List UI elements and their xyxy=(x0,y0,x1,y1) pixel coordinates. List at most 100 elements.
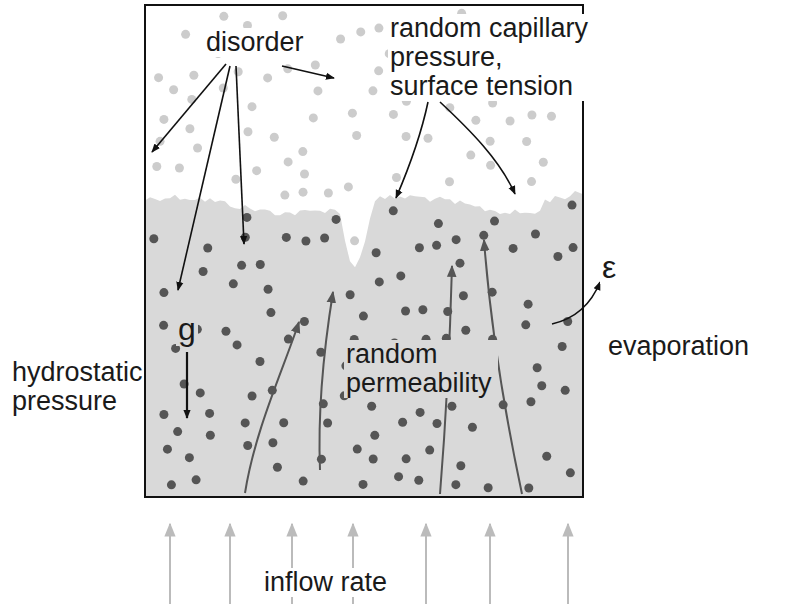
inflow-label: inflow rate xyxy=(262,568,389,597)
grain-dark xyxy=(459,291,468,300)
grain-dark xyxy=(537,381,546,390)
grain-dark xyxy=(394,472,403,481)
grain-light xyxy=(300,170,309,179)
grain-dark xyxy=(185,453,194,462)
grain-dark xyxy=(402,454,411,463)
grain-dark xyxy=(414,476,423,485)
grain-light xyxy=(278,11,287,20)
grain-dark xyxy=(233,340,242,349)
disorder-label: disorder xyxy=(204,28,306,57)
grain-light xyxy=(234,67,243,76)
grain-light xyxy=(181,30,190,39)
grain-light xyxy=(368,86,377,95)
grain-dark xyxy=(196,388,205,397)
grain-dark xyxy=(273,463,282,472)
grain-light xyxy=(402,132,411,141)
grain-light xyxy=(298,147,307,156)
grain-dark xyxy=(416,408,425,417)
grain-dark xyxy=(300,317,309,326)
grain-light xyxy=(193,143,202,152)
grain-dark xyxy=(398,418,407,427)
grain-dark xyxy=(490,217,499,226)
grain-dark xyxy=(566,468,575,477)
grain-dark xyxy=(434,219,443,228)
grain-dark xyxy=(432,241,441,250)
grain-light xyxy=(423,134,432,143)
grain-dark xyxy=(159,288,168,297)
wet-region xyxy=(145,191,583,497)
permeability-label: random permeability xyxy=(344,340,498,398)
grain-dark xyxy=(255,357,264,366)
grain-light xyxy=(527,110,536,119)
grain-dark xyxy=(372,248,381,257)
grain-light xyxy=(471,116,480,125)
grain-dark xyxy=(369,455,378,464)
hydrostatic-label: hydrostatic pressure xyxy=(10,358,142,416)
grain-light xyxy=(486,161,495,170)
grain-dark xyxy=(192,475,201,484)
grain-dark xyxy=(243,441,252,450)
grain-light xyxy=(284,157,293,166)
grain-dark xyxy=(396,271,405,280)
grain-dark xyxy=(433,419,442,428)
grain-dark xyxy=(173,427,182,436)
grain-light xyxy=(374,24,383,33)
grain-dark xyxy=(237,261,246,270)
grain-dark xyxy=(401,306,410,315)
grain-dark xyxy=(452,235,461,244)
grain-dark xyxy=(299,477,308,486)
grain-dark xyxy=(524,300,533,309)
grain-dark xyxy=(241,233,250,242)
grain-dark xyxy=(447,402,456,411)
grain-dark xyxy=(317,455,326,464)
grain-light xyxy=(231,175,240,184)
grain-dark xyxy=(389,206,398,215)
grain-dark xyxy=(484,483,493,492)
grain-dark xyxy=(524,484,533,493)
grain-light xyxy=(309,113,318,122)
grain-dark xyxy=(370,431,379,440)
grain-light xyxy=(350,236,359,245)
grain-light xyxy=(152,162,161,171)
grain-dark xyxy=(367,402,376,411)
grain-dark xyxy=(468,423,477,432)
grain-light xyxy=(522,137,531,146)
grain-light xyxy=(547,112,556,121)
grain-dark xyxy=(461,326,470,335)
grain-dark xyxy=(418,305,427,314)
evaporation-label: evaporation xyxy=(606,332,751,361)
grain-dark xyxy=(203,244,212,253)
flow-arrows xyxy=(245,240,522,494)
gravity-arrow xyxy=(186,352,188,418)
grain-light xyxy=(263,73,272,82)
grain-dark xyxy=(279,418,288,427)
grain-light xyxy=(280,191,289,200)
grain-dark xyxy=(456,461,465,470)
grain-light xyxy=(189,71,198,80)
grain-dark xyxy=(558,342,567,351)
grain-dark xyxy=(359,312,368,321)
grain-dark xyxy=(569,243,578,252)
grain-light xyxy=(187,95,196,104)
capillary-label: random capillary pressure, surface tensi… xyxy=(388,14,598,101)
grain-light xyxy=(185,124,194,133)
grain-light xyxy=(248,102,257,111)
grain-dark xyxy=(282,233,291,242)
grain-dark xyxy=(205,409,214,418)
grain-dark xyxy=(521,320,530,329)
grain-light xyxy=(159,115,168,124)
grain-light xyxy=(252,166,261,175)
gravity-symbol: g xyxy=(176,312,198,346)
inflow-arrows xyxy=(170,524,568,604)
grain-dark xyxy=(509,244,518,253)
grain-light xyxy=(336,35,345,44)
grain-light xyxy=(352,131,361,140)
grain-dark xyxy=(241,418,250,427)
grain-light xyxy=(270,133,279,142)
grain-dark xyxy=(268,438,277,447)
grain-dark xyxy=(221,327,230,336)
grain-dark xyxy=(568,201,577,210)
grain-dark xyxy=(451,480,460,489)
grain-light xyxy=(445,177,454,186)
grain-light xyxy=(389,110,398,119)
